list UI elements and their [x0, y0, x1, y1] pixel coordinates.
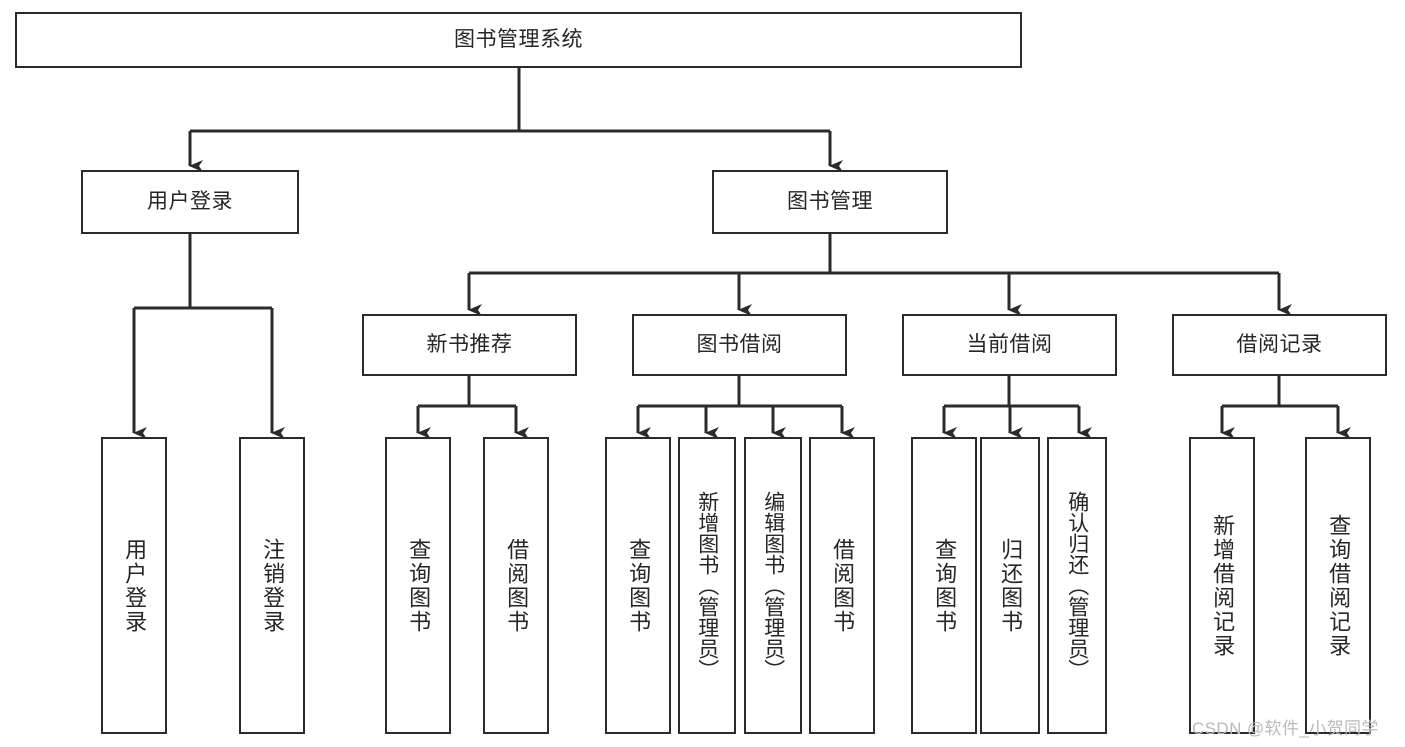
leaf-current-borrow-query-book[interactable]: 查询图书: [911, 437, 977, 734]
node-root-book-management-system[interactable]: 图书管理系统: [15, 12, 1022, 68]
node-label: 查询借阅记录: [1326, 513, 1352, 658]
node-current-borrow[interactable]: 当前借阅: [902, 314, 1117, 376]
node-label: 新书推荐: [426, 332, 513, 356]
node-new-book-recommend[interactable]: 新书推荐: [362, 314, 577, 376]
node-label: 编辑图书（管理员）: [761, 491, 785, 680]
node-label: 借阅图书: [830, 537, 856, 634]
leaf-book-borrow-add-book-admin[interactable]: 新增图书（管理员）: [678, 437, 736, 734]
node-label: 新增借阅记录: [1210, 513, 1236, 658]
leaf-borrow-record-add-record[interactable]: 新增借阅记录: [1189, 437, 1255, 734]
node-label: 查询图书: [406, 537, 432, 634]
node-borrow-record[interactable]: 借阅记录: [1172, 314, 1387, 376]
node-label: 确认归还（管理员）: [1065, 491, 1089, 680]
node-label: 图书管理: [787, 189, 873, 213]
node-user-login[interactable]: 用户登录: [81, 170, 299, 234]
node-label: 用户登录: [122, 537, 148, 634]
node-label: 归还图书: [998, 537, 1024, 634]
node-label: 用户登录: [147, 189, 233, 213]
node-label: 查询图书: [626, 537, 652, 634]
node-label: 新增图书（管理员）: [695, 491, 719, 680]
node-book-management[interactable]: 图书管理: [712, 170, 948, 234]
leaf-current-borrow-confirm-return-admin[interactable]: 确认归还（管理员）: [1047, 437, 1107, 734]
leaf-logout[interactable]: 注销登录: [239, 437, 305, 734]
leaf-user-login[interactable]: 用户登录: [101, 437, 167, 734]
csdn-watermark: CSDN @软件_小贺同学: [1192, 719, 1379, 738]
leaf-book-borrow-borrow-book[interactable]: 借阅图书: [809, 437, 875, 734]
node-label: 注销登录: [260, 537, 286, 634]
node-label: 查询图书: [932, 537, 958, 634]
node-label: 借阅图书: [504, 537, 530, 634]
leaf-borrow-record-query-record[interactable]: 查询借阅记录: [1305, 437, 1371, 734]
leaf-book-borrow-query-book[interactable]: 查询图书: [605, 437, 671, 734]
node-label: 图书管理系统: [454, 27, 583, 51]
leaf-new-book-query-book[interactable]: 查询图书: [385, 437, 451, 734]
node-label: 借阅记录: [1236, 332, 1323, 356]
leaf-new-book-borrow-book[interactable]: 借阅图书: [483, 437, 549, 734]
leaf-book-borrow-edit-book-admin[interactable]: 编辑图书（管理员）: [744, 437, 802, 734]
node-label: 图书借阅: [696, 332, 783, 356]
node-label: 当前借阅: [966, 332, 1053, 356]
node-book-borrow[interactable]: 图书借阅: [632, 314, 847, 376]
leaf-current-borrow-return-book[interactable]: 归还图书: [980, 437, 1040, 734]
